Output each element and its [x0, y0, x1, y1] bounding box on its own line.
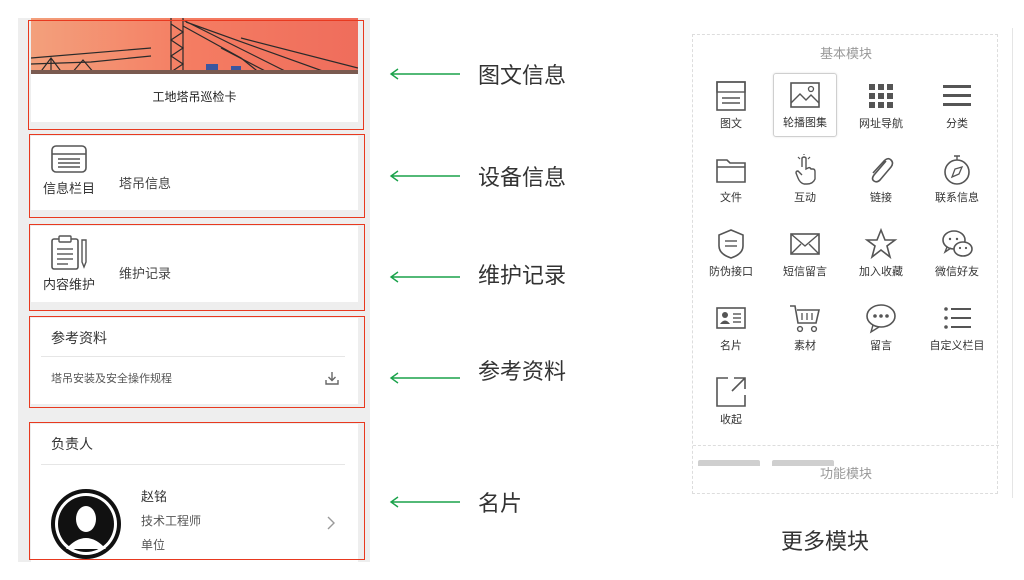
chevron-right-icon[interactable] — [326, 516, 336, 530]
arrow-left-icon — [389, 496, 460, 508]
avatar — [51, 489, 121, 559]
folder-icon — [716, 159, 746, 183]
image-text-icon — [716, 81, 746, 111]
module-grid-nav[interactable]: 网址导航 — [849, 75, 913, 139]
basic-modules-title: 基本模块 — [819, 47, 872, 62]
panel-scroll-edge — [1012, 28, 1013, 498]
module-file[interactable]: 文件 — [699, 149, 763, 213]
banner-card[interactable]: 工地塔吊巡检卡 — [31, 18, 358, 122]
annotation-label-graphic-info: 图文信息 — [478, 64, 567, 89]
module-sms-message[interactable]: 短信留言 — [773, 223, 837, 287]
module-material[interactable]: 素材 — [773, 297, 837, 361]
annotation-label-business-card: 名片 — [478, 492, 523, 517]
collapse-arrow-icon — [716, 377, 746, 407]
menu-lines-icon — [943, 85, 971, 106]
info-column-module: 信息栏目 — [41, 144, 97, 197]
function-module-tab[interactable] — [772, 460, 834, 466]
maintenance-record-text: 维护记录 — [119, 267, 172, 282]
list-icon — [944, 307, 971, 329]
function-module-tab[interactable] — [698, 460, 760, 466]
module-wechat-friend[interactable]: 微信好友 — [925, 223, 989, 287]
module-interaction[interactable]: 互动 — [773, 149, 837, 213]
paperclip-icon — [871, 157, 894, 183]
module-link[interactable]: 链接 — [849, 149, 913, 213]
panel-divider — [693, 445, 999, 446]
module-message[interactable]: 留言 — [849, 297, 913, 361]
annotation-label-references: 参考资料 — [478, 360, 567, 385]
download-icon[interactable] — [324, 370, 340, 386]
contact-role: 技术工程师 — [141, 514, 202, 528]
tower-crane-banner-image — [31, 18, 358, 74]
person-silhouette-icon — [55, 493, 117, 555]
info-list-icon — [51, 145, 87, 173]
contact-unit: 单位 — [141, 538, 166, 552]
module-custom-column[interactable]: 自定义栏目 — [925, 297, 989, 361]
module-collapse[interactable]: 收起 — [699, 371, 763, 435]
grid-nav-icon — [869, 84, 893, 108]
annotation-label-device-info: 设备信息 — [478, 166, 567, 191]
reference-doc-link[interactable]: 塔吊安装及安全操作规程 — [51, 372, 172, 385]
chat-dots-icon — [866, 304, 896, 334]
info-column-label: 信息栏目 — [42, 182, 95, 197]
tap-hand-icon — [795, 154, 816, 185]
function-modules-title: 功能模块 — [819, 467, 872, 482]
arrow-left-icon — [389, 68, 460, 80]
module-contact-info[interactable]: 联系信息 — [925, 149, 989, 213]
annotation-label-maintenance: 维护记录 — [478, 264, 567, 289]
contact-title: 负责人 — [51, 437, 93, 453]
contact-name: 赵铭 — [141, 490, 168, 505]
module-add-favorite[interactable]: 加入收藏 — [849, 223, 913, 287]
banner-title: 工地塔吊巡检卡 — [152, 90, 237, 104]
arrow-left-icon — [389, 271, 460, 283]
envelope-icon — [790, 233, 820, 255]
cart-icon — [790, 305, 821, 333]
contact-card[interactable]: 负责人 赵铭 技术工程师 单位 — [31, 424, 358, 562]
shield-badge-icon — [718, 229, 744, 259]
crane-info-text: 塔吊信息 — [119, 177, 172, 192]
content-maintenance-card[interactable]: 内容维护 维护记录 — [31, 226, 358, 302]
compass-icon — [944, 155, 970, 185]
references-divider — [41, 356, 345, 357]
carousel-gallery-icon — [790, 82, 820, 108]
module-anti-counterfeit[interactable]: 防伪接口 — [699, 223, 763, 287]
module-image-text[interactable]: 图文 — [699, 75, 763, 139]
references-title: 参考资料 — [51, 331, 107, 347]
more-modules-title: 更多模块 — [780, 530, 869, 555]
info-column-card[interactable]: 信息栏目 塔吊信息 — [31, 136, 358, 210]
module-carousel-gallery[interactable]: 轮播图集 — [773, 73, 837, 137]
clipboard-pen-icon — [51, 235, 87, 270]
content-maintenance-module: 内容维护 — [41, 234, 97, 293]
content-maintenance-label: 内容维护 — [42, 278, 95, 293]
phone-preview: 工地塔吊巡检卡 信息栏目 塔吊信息 — [18, 18, 370, 562]
module-business-card[interactable]: 名片 — [699, 297, 763, 361]
contact-divider — [41, 464, 345, 465]
arrow-left-icon — [389, 170, 460, 182]
star-icon — [864, 227, 898, 260]
arrow-left-icon — [389, 372, 460, 384]
wechat-bubble-icon — [942, 230, 973, 257]
references-card: 参考资料 塔吊安装及安全操作规程 — [31, 318, 358, 404]
module-category[interactable]: 分类 — [925, 75, 989, 139]
module-panel: 基本模块 图文 轮播图集 网址导航 — [692, 34, 999, 494]
business-card-icon — [716, 307, 746, 329]
